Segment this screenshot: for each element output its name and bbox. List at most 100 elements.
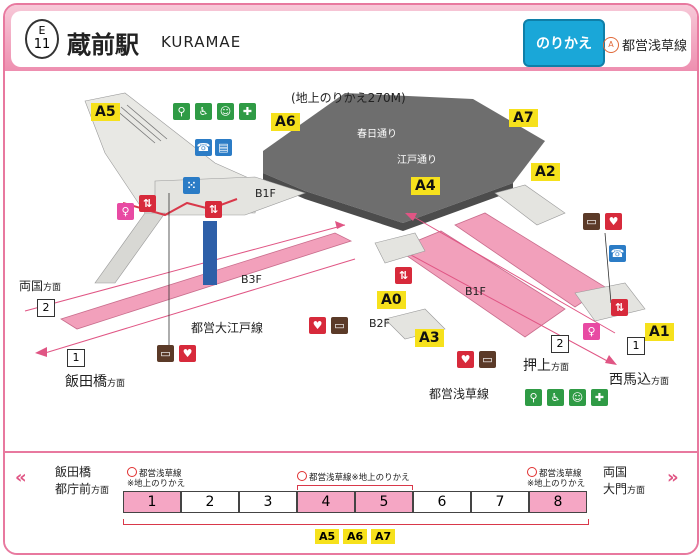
- arrow-oshiage: [405, 213, 417, 221]
- aed-icon-2: ♥: [309, 317, 326, 334]
- baby-care-icon: ☺: [217, 103, 234, 120]
- exit-a0[interactable]: A0: [377, 291, 406, 309]
- bottom-exit-a7: A7: [371, 529, 396, 544]
- station-roman: KURAMAE: [161, 33, 242, 51]
- car-4-5-bracket: [297, 485, 413, 490]
- car-3: 3: [239, 491, 297, 513]
- dir-iidabashi: 飯田橋方面: [65, 374, 126, 390]
- level-b2f: B2F: [369, 317, 390, 330]
- restroom-icon-2: ⚲: [525, 389, 542, 406]
- elevator-shaft: [203, 221, 217, 285]
- nursing-room-icon: ♀: [117, 203, 134, 220]
- ostomate-icon-2: ✚: [591, 389, 608, 406]
- ostomate-icon: ✚: [239, 103, 256, 120]
- ticket-machine-icon: ▤: [215, 139, 232, 156]
- locker-icon-3: ▭: [479, 351, 496, 368]
- locker-icon-2: ▭: [331, 317, 348, 334]
- bottom-dir-left: 飯田橋都庁前方面: [55, 465, 110, 496]
- transfer-button[interactable]: のりかえ: [523, 19, 605, 67]
- stairs-a5: [114, 104, 168, 144]
- arrow-nishimagome: [605, 355, 617, 365]
- dir-ryogoku-num: 2: [37, 299, 55, 317]
- car-2: 2: [181, 491, 239, 513]
- dir-oshiage: 押上方面: [523, 358, 570, 374]
- car-8: 8: [529, 491, 587, 513]
- street-plaza-edge: [263, 173, 513, 231]
- exit-a1[interactable]: A1: [645, 323, 674, 341]
- line-letter: E: [38, 24, 46, 37]
- header-panel: E 11 蔵前駅 KURAMAE のりかえ A 都営浅草線: [11, 11, 691, 67]
- station-number-badge: E 11: [25, 19, 59, 59]
- dir-nishimagome-num: 1: [627, 337, 645, 355]
- arrow-iidabashi: [35, 347, 47, 357]
- asakusa-track-2: [384, 240, 612, 364]
- street-kasuga: 春日通り: [357, 129, 397, 140]
- line-oedo-label: 都営大江戸線: [191, 321, 264, 335]
- level-b1f-right: B1F: [465, 285, 486, 298]
- exit-a6[interactable]: A6: [271, 113, 300, 131]
- dir-ryogoku: 両国方面: [19, 279, 62, 293]
- elevator-icon: ⇅: [205, 201, 222, 218]
- overhead-note: (地上のりかえ270M): [291, 91, 406, 105]
- car-guide-divider: [5, 451, 697, 453]
- elevator-icon-2: ⇅: [395, 267, 412, 284]
- station-number: 11: [33, 37, 51, 52]
- restroom-icon: ⚲: [173, 103, 190, 120]
- header-bar: E 11 蔵前駅 KURAMAE のりかえ A 都営浅草線: [5, 5, 697, 71]
- level-b1f-left: B1F: [255, 187, 276, 200]
- asakusa-track-1: [406, 212, 616, 334]
- baby-care-icon-2: ☺: [569, 389, 586, 406]
- exit-a5[interactable]: A5: [91, 103, 120, 121]
- dir-oshiage-num: 2: [551, 335, 569, 353]
- transfer-line[interactable]: A 都営浅草線: [603, 35, 687, 54]
- elevator-icon-3: ⇅: [611, 299, 628, 316]
- chevron-right-icon: »: [667, 467, 679, 488]
- station-name: 蔵前駅: [67, 31, 139, 59]
- asakusa-platform-left: [396, 230, 566, 338]
- station-map: (地上のりかえ270M) 春日通り 江戸通り A5 A6 A7 A4 A2 A0…: [5, 73, 697, 449]
- street-edo: 江戸通り: [397, 155, 437, 166]
- escalator-icon: ⇅: [139, 195, 156, 212]
- street-plaza: [263, 93, 545, 223]
- exit-a7[interactable]: A7: [509, 109, 538, 127]
- nursing-room-icon-2: ♀: [583, 323, 600, 340]
- telephone-icon-2: ☎: [609, 245, 626, 262]
- stairs-left-down: [94, 212, 166, 284]
- car-6: 6: [413, 491, 471, 513]
- locker-icon: ▭: [157, 345, 174, 362]
- wheelchair-icon-2: ♿: [547, 389, 564, 406]
- wheelchair-icon: ♿: [195, 103, 212, 120]
- exit-a4[interactable]: A4: [411, 177, 440, 195]
- dir-nishimagome: 西馬込方面: [609, 372, 670, 388]
- map-frame: E 11 蔵前駅 KURAMAE のりかえ A 都営浅草線: [3, 3, 699, 555]
- asakusa-line-icon: A: [603, 36, 619, 53]
- dashed-route-right: [604, 232, 612, 304]
- oedo-track-lower: [44, 258, 356, 354]
- note-car-1: 都営浅草線※地上のりかえ: [127, 467, 186, 489]
- note-car-8: 都営浅草線※地上のりかえ: [527, 467, 586, 489]
- dir-iidabashi-num: 1: [67, 349, 85, 367]
- locker-icon-4: ▭: [583, 213, 600, 230]
- chevron-left-icon: «: [15, 467, 27, 488]
- exit-a2[interactable]: A2: [531, 163, 560, 181]
- oedo-track-upper: [24, 224, 346, 312]
- train-bracket: [123, 519, 589, 525]
- exit-a3[interactable]: A3: [415, 329, 444, 347]
- concourse-a0: [374, 232, 426, 264]
- aed-icon-3: ♥: [457, 351, 474, 368]
- line-asakusa-label: 都営浅草線: [429, 387, 490, 401]
- car-7: 7: [471, 491, 529, 513]
- bottom-exit-a6: A6: [343, 529, 368, 544]
- aed-icon: ♥: [179, 345, 196, 362]
- telephone-icon: ☎: [195, 139, 212, 156]
- car-5: 5: [355, 491, 413, 513]
- braille-map-icon: ⁙: [183, 177, 200, 194]
- bottom-exit-a5: A5: [315, 529, 340, 544]
- transfer-line-name: 都営浅草線: [622, 39, 688, 54]
- arrow-ryogoku: [335, 221, 345, 229]
- level-b3f: B3F: [241, 273, 262, 286]
- aed-icon-4: ♥: [605, 213, 622, 230]
- car-1: 1: [123, 491, 181, 513]
- car-4: 4: [297, 491, 355, 513]
- bottom-dir-right: 両国大門方面: [603, 465, 646, 496]
